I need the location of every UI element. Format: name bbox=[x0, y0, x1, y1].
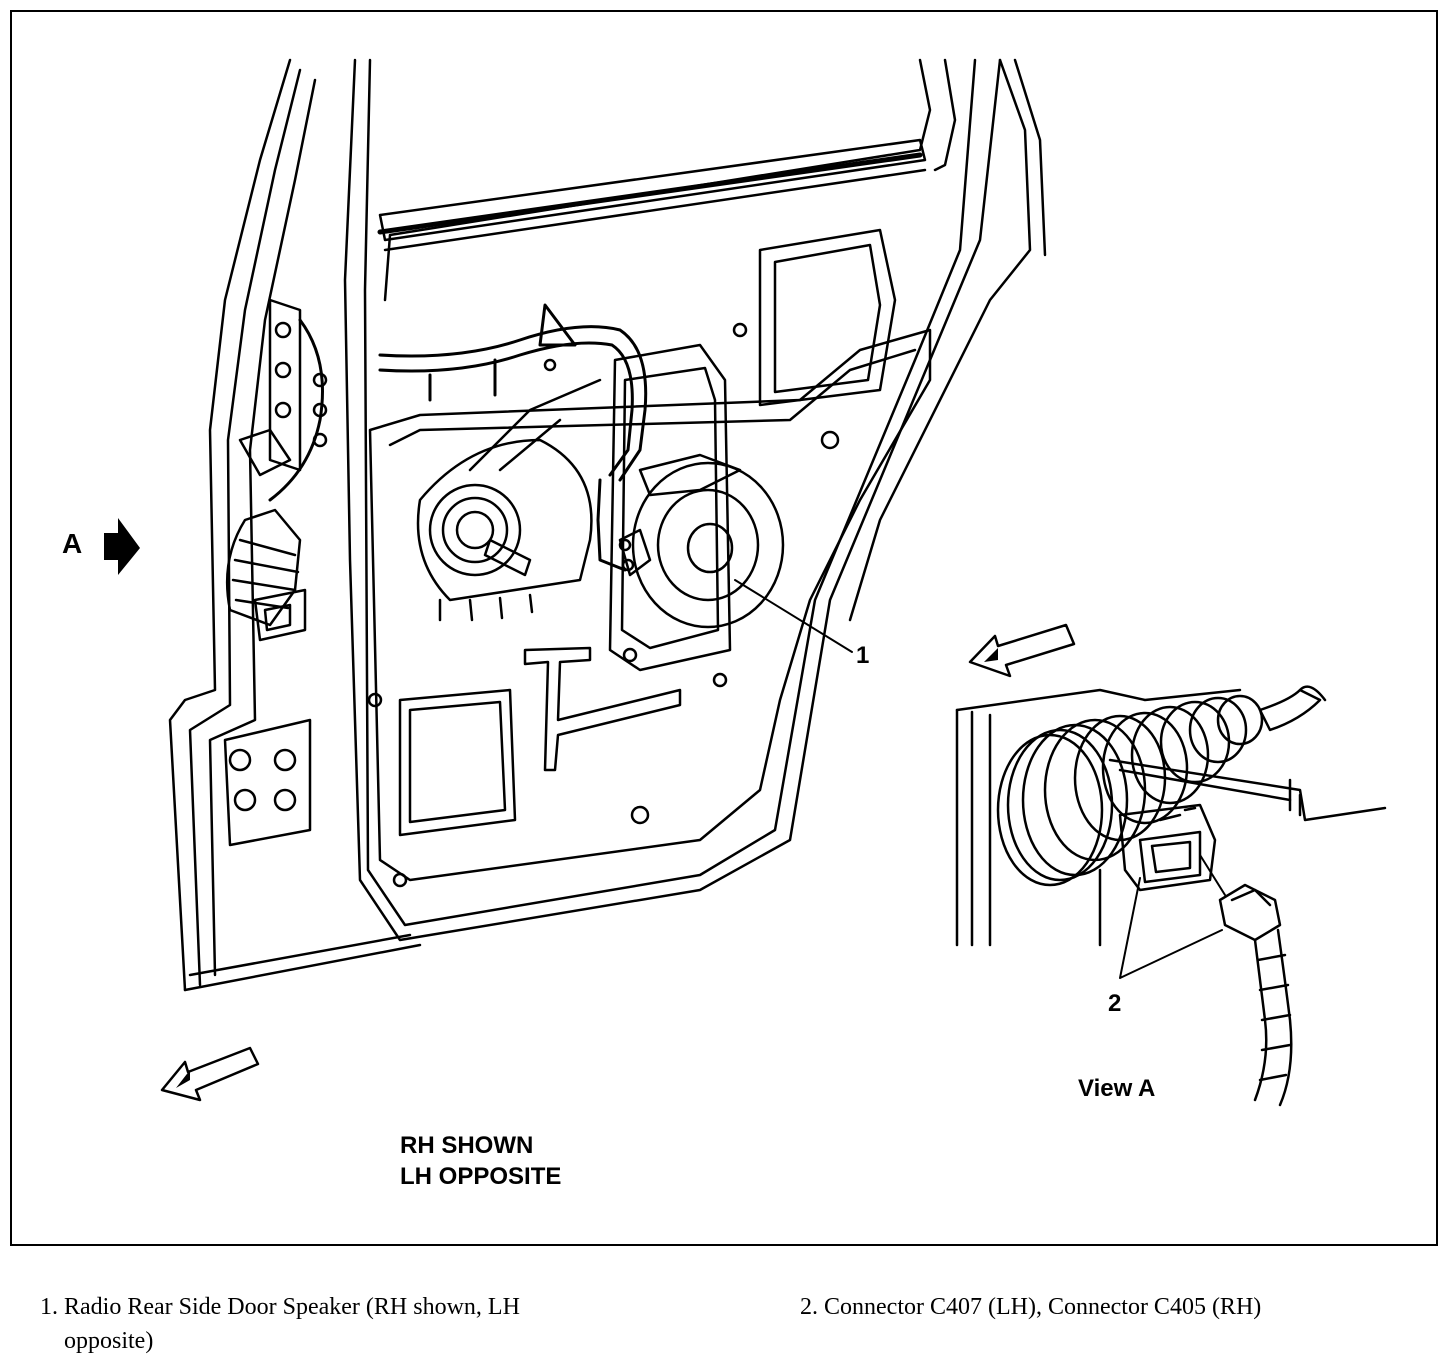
view-a-grommet bbox=[996, 685, 1327, 887]
diagram-frame bbox=[10, 10, 1438, 1246]
view-arrow-label: A bbox=[62, 528, 83, 559]
inner-door-panel bbox=[368, 228, 932, 882]
view-a-connector bbox=[1118, 803, 1293, 1107]
callout-2: 2 bbox=[1108, 990, 1122, 1017]
door-wiring-harness bbox=[268, 303, 648, 572]
rear-door-speaker bbox=[618, 453, 785, 629]
note-line-2: LH OPPOSITE bbox=[400, 1163, 562, 1190]
legend-item-1: 1. Radio Rear Side Door Speaker (RH show… bbox=[40, 1290, 740, 1358]
legend-item-2: 2. Connector C407 (LH), Connector C405 (… bbox=[800, 1294, 1262, 1320]
view-a-arrow-icon bbox=[104, 518, 140, 575]
callout-2-leader bbox=[1119, 877, 1223, 979]
view-a-detail bbox=[955, 688, 1387, 947]
window-belt-strip bbox=[377, 138, 927, 252]
legend-item-1-line-2: opposite) bbox=[64, 1328, 154, 1354]
window-regulator bbox=[416, 378, 602, 622]
callout-1: 1 bbox=[856, 642, 870, 669]
panel-fastener-holes bbox=[223, 298, 840, 888]
note-line-1: RH SHOWN bbox=[400, 1132, 534, 1159]
view-a-forward-arrow-icon bbox=[968, 623, 1076, 678]
pillar-harness-boot bbox=[225, 428, 307, 642]
forward-arrow-icon bbox=[160, 1046, 260, 1102]
legend-item-1-line-1: 1. Radio Rear Side Door Speaker (RH show… bbox=[40, 1294, 520, 1320]
door-frame-outline bbox=[168, 58, 1047, 992]
callout-1-leader bbox=[734, 579, 853, 653]
door-speaker-illustration bbox=[104, 58, 1387, 1107]
view-a-caption: View A bbox=[1078, 1075, 1156, 1102]
